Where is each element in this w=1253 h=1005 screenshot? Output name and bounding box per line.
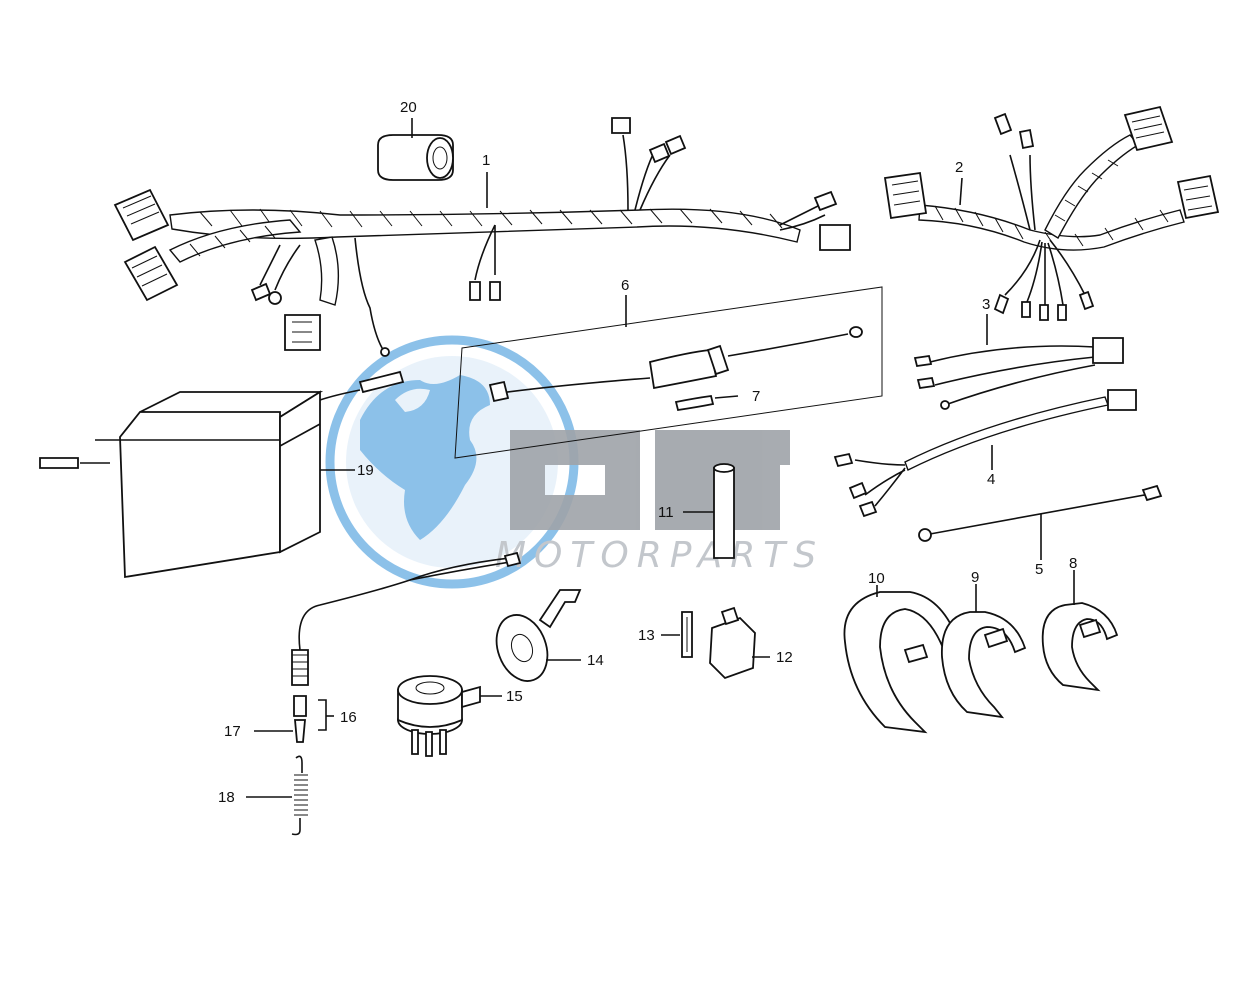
watermark: MOTORPARTS	[325, 335, 824, 589]
part-15-flasher	[397, 675, 502, 757]
part-3-lead	[913, 314, 1124, 410]
callout-2: 2	[955, 159, 963, 176]
callout-20: 20	[400, 99, 417, 116]
part-12-relay	[709, 606, 770, 680]
callout-6: 6	[621, 277, 629, 294]
part-5-ground-lead	[918, 484, 1163, 560]
callout-15: 15	[506, 688, 523, 705]
callout-4: 4	[987, 471, 995, 488]
part-18-spring	[246, 755, 308, 836]
callout-13: 13	[638, 627, 655, 644]
callout-labels: 1 2 3 4 5 6 7 8 9 10 11 12 13 14 15 16 1…	[218, 99, 1077, 806]
callout-12: 12	[776, 649, 793, 666]
part-20-cap	[377, 118, 454, 181]
callout-19: 19	[357, 462, 374, 479]
part-19-battery	[39, 370, 405, 579]
part-2-sub-harness	[883, 105, 1220, 321]
part-1-main-harness	[113, 117, 851, 357]
part-11-sleeve	[683, 463, 735, 559]
callout-16: 16	[340, 709, 357, 726]
part-16-switch	[254, 551, 522, 743]
callout-10: 10	[868, 570, 885, 587]
callout-8: 8	[1069, 555, 1077, 572]
callout-14: 14	[587, 652, 604, 669]
callout-5: 5	[1035, 561, 1043, 578]
part-6-panel	[454, 286, 883, 459]
callout-1: 1	[482, 152, 490, 169]
callout-7: 7	[752, 388, 760, 405]
part-14-horn	[495, 589, 582, 682]
callout-17: 17	[224, 723, 241, 740]
callout-9: 9	[971, 569, 979, 586]
part-4-lead	[833, 389, 1137, 518]
callout-18: 18	[218, 789, 235, 806]
watermark-tagline: MOTORPARTS	[495, 535, 824, 576]
part-9-band	[941, 584, 1027, 719]
part-8-band	[1041, 570, 1119, 692]
callout-11: 11	[658, 504, 674, 521]
callout-3: 3	[982, 296, 990, 313]
part-13-fuse	[661, 611, 693, 658]
